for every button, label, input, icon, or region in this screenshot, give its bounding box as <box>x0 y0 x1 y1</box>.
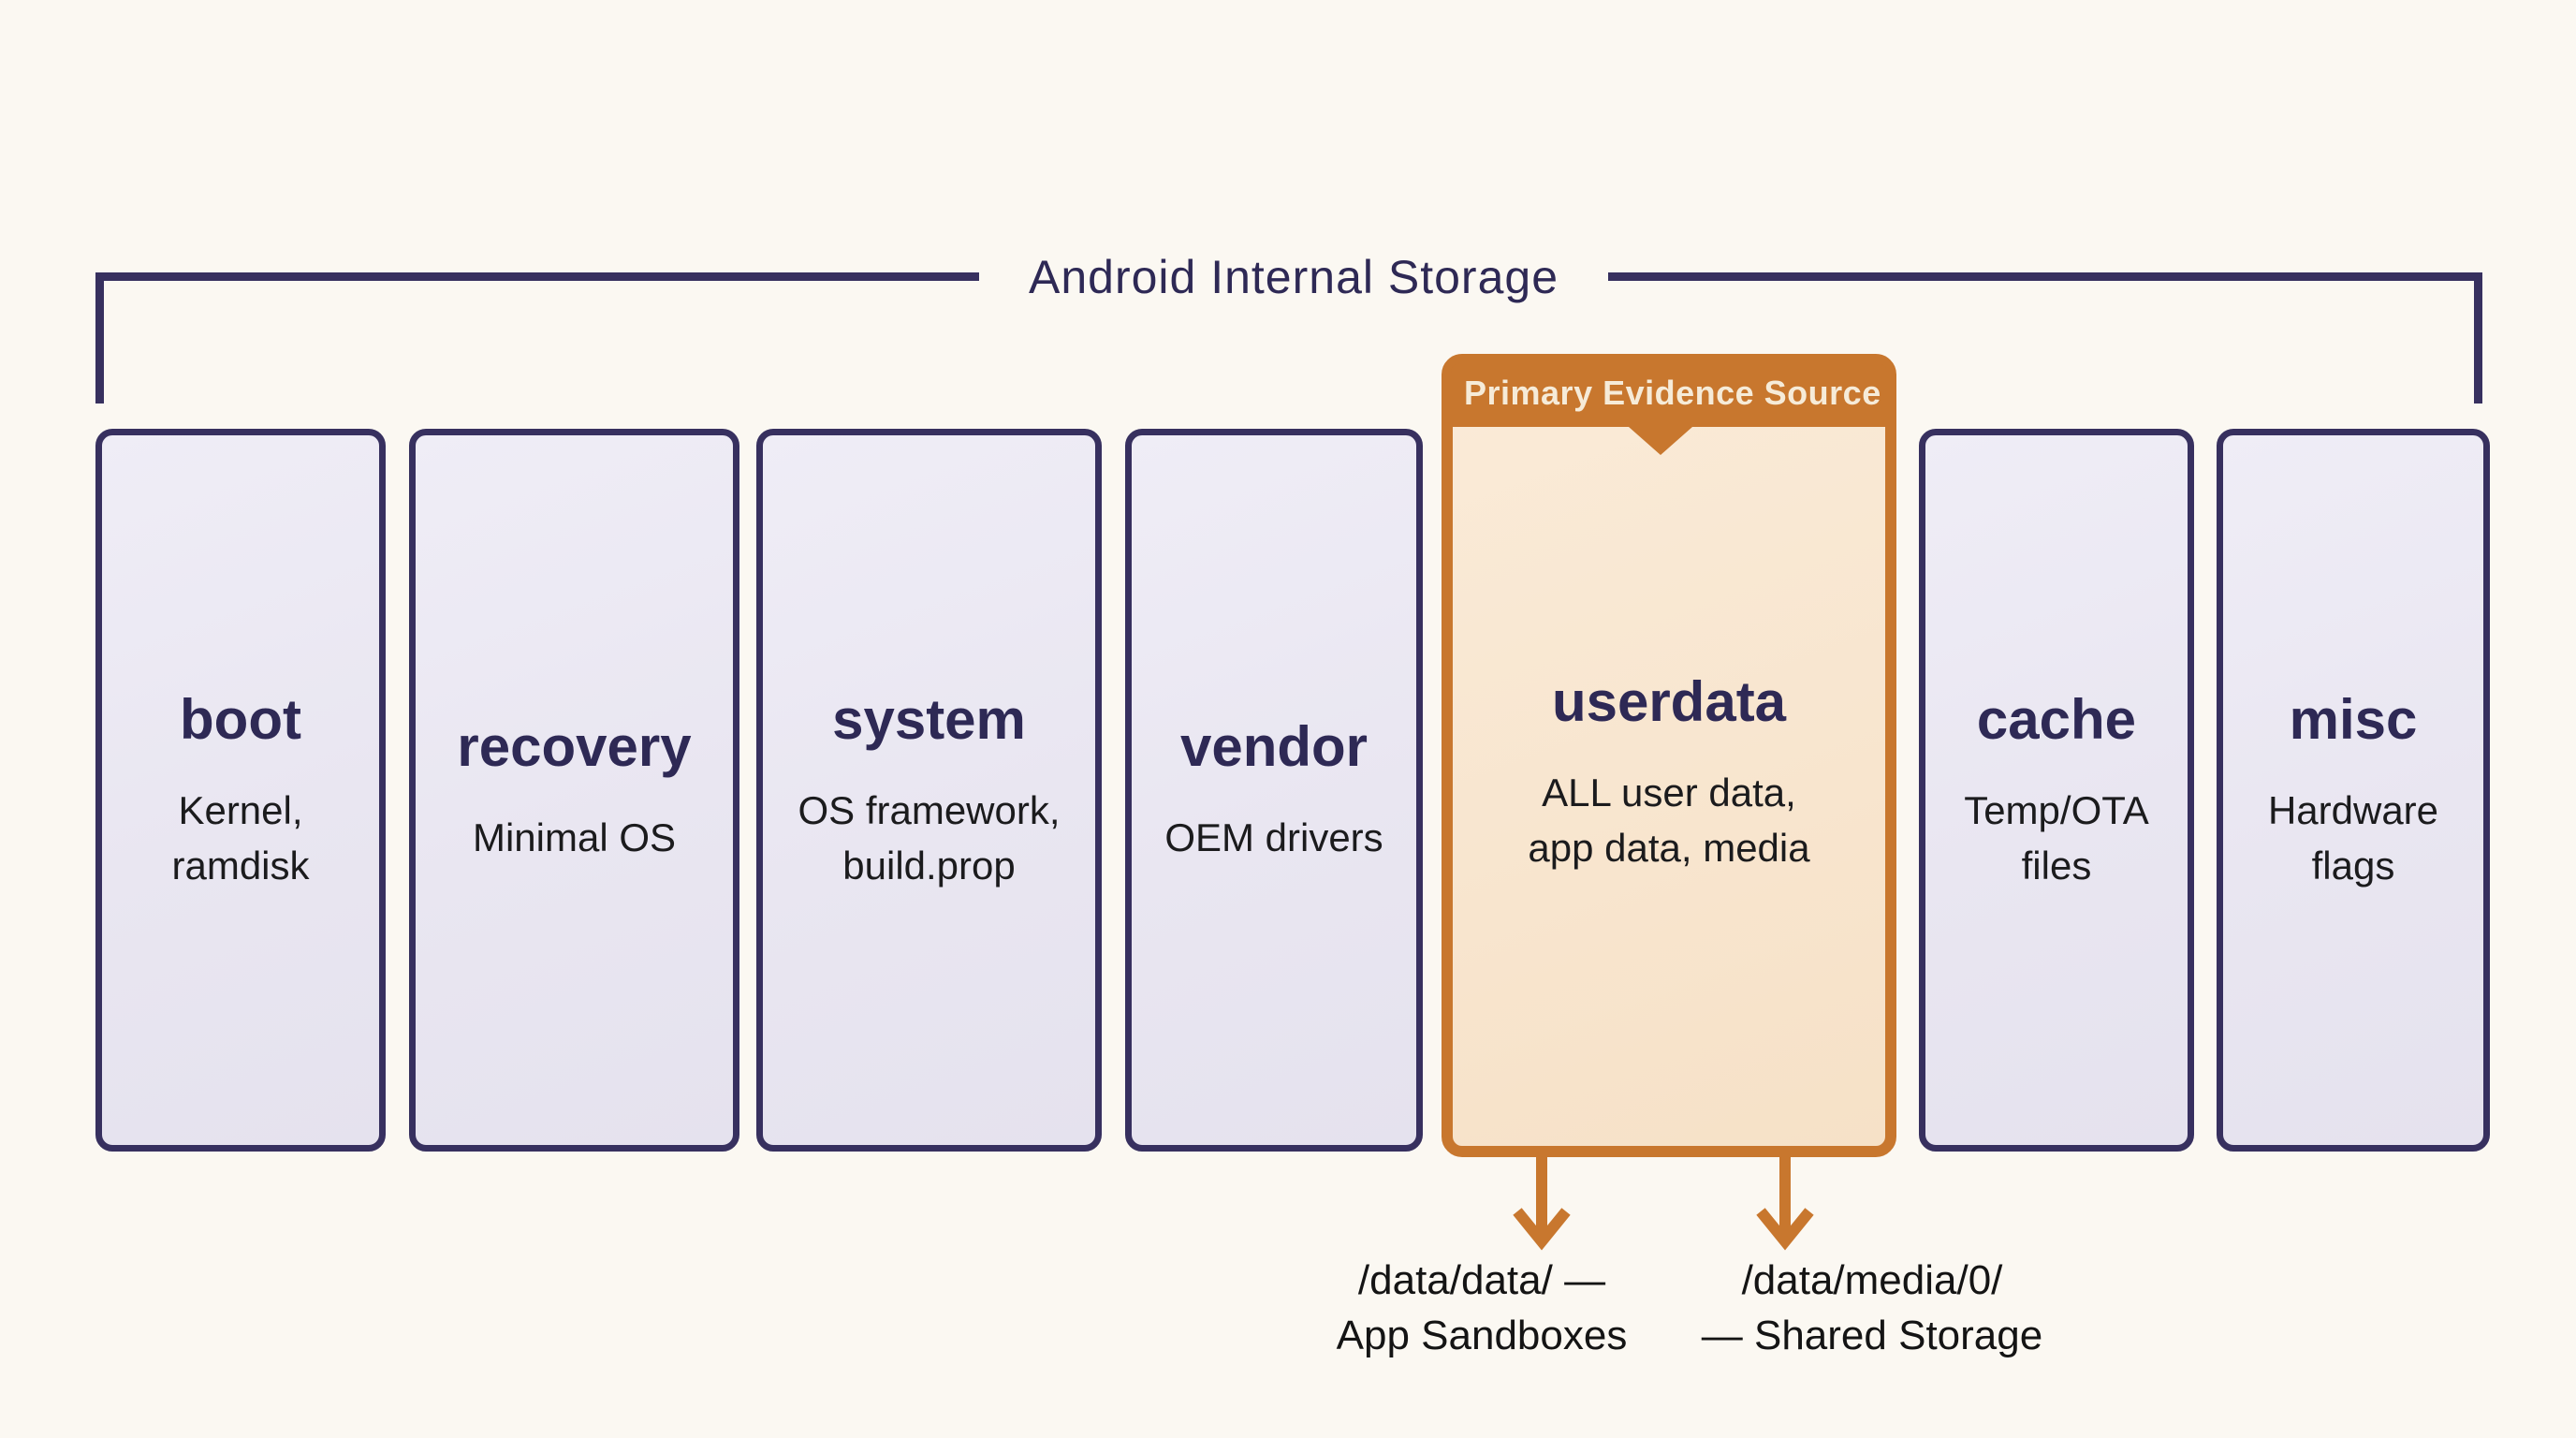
partition-name: vendor <box>1179 715 1368 779</box>
down-arrow-icon <box>1749 1152 1821 1251</box>
callout-app-sandboxes: /data/data/ — App Sandboxes <box>1220 1253 1744 1364</box>
bracket-tick-left <box>95 272 104 404</box>
partition-name: recovery <box>457 715 692 779</box>
bracket-tick-right <box>2474 272 2482 404</box>
callout-caption: App Sandboxes <box>1336 1313 1628 1359</box>
partition-desc: ALL user data, app data, media <box>1528 770 1810 870</box>
partition-desc: Temp/OTA files <box>1964 787 2149 888</box>
primary-evidence-label: Primary Evidence Source <box>1464 374 1881 412</box>
partition-name: system <box>832 687 1026 751</box>
partition-desc: Kernel, ramdisk <box>171 787 310 888</box>
partition-misc: misc Hardware flags <box>2217 429 2490 1152</box>
diagram-title: Android Internal Storage <box>1028 251 1559 303</box>
primary-evidence-header: Primary Evidence Source <box>1451 363 1887 455</box>
partition-recovery: recovery Minimal OS <box>409 429 739 1152</box>
partition-name: userdata <box>1551 669 1787 733</box>
partition-vendor: vendor OEM drivers <box>1125 429 1423 1152</box>
bracket-line-right <box>1608 272 2482 281</box>
header-notch-pointer-icon <box>1628 427 1692 455</box>
bracket-line-left <box>95 272 979 281</box>
down-arrow-icon <box>1506 1152 1577 1251</box>
callout-caption: — Shared Storage <box>1701 1313 2043 1359</box>
partition-desc: OEM drivers <box>1164 815 1383 860</box>
callout-path: /data/media/0/ <box>1741 1257 2003 1303</box>
partition-boot: boot Kernel, ramdisk <box>95 429 386 1152</box>
partition-name: cache <box>1976 687 2137 751</box>
partition-userdata-highlighted: Primary Evidence Source userdata ALL use… <box>1442 354 1896 1157</box>
userdata-content: userdata ALL user data, app data, media <box>1453 427 1885 1146</box>
partition-name: boot <box>180 687 301 751</box>
partition-desc: Hardware flags <box>2267 787 2439 888</box>
partition-desc: OS framework, build.prop <box>798 787 1061 888</box>
callout-shared-storage: /data/media/0/ — Shared Storage <box>1610 1253 2134 1364</box>
partition-system: system OS framework, build.prop <box>756 429 1102 1152</box>
partition-cache: cache Temp/OTA files <box>1919 429 2194 1152</box>
partition-desc: Minimal OS <box>472 815 677 860</box>
partition-name: misc <box>2289 687 2418 751</box>
callout-path: /data/data/ — <box>1357 1257 1606 1303</box>
